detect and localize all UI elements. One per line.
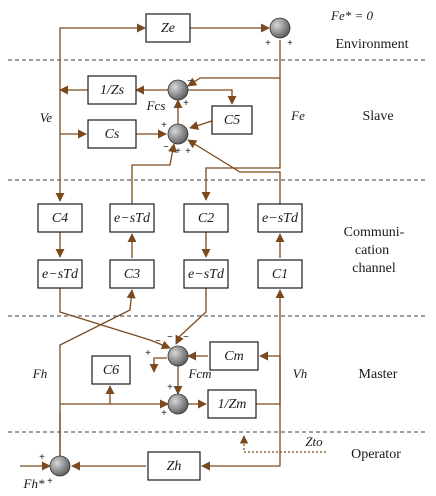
wire-vh-to-zh bbox=[201, 404, 281, 471]
block-cs: Cs bbox=[87, 119, 137, 149]
summing-junction-slave-upper bbox=[167, 79, 189, 101]
wire-ve-to-ze bbox=[59, 23, 146, 180]
sign-minus: − bbox=[155, 336, 161, 347]
block-zh-label: Zh bbox=[167, 459, 182, 474]
block-ze: Ze bbox=[145, 13, 191, 43]
sign-plus: + bbox=[265, 38, 271, 49]
summing-junction-slave-lower bbox=[167, 123, 189, 145]
wire-fe-to-c2 bbox=[201, 160, 281, 201]
block-zh: Zh bbox=[147, 451, 201, 481]
block-delay-c-label: e−sTd bbox=[42, 267, 79, 282]
block-c5-label: C5 bbox=[224, 113, 240, 128]
block-inv-zs-label: 1/Zs bbox=[100, 83, 125, 98]
block-c1: C1 bbox=[257, 259, 303, 289]
sign-minus: − bbox=[167, 332, 173, 343]
block-delay-a-label: e−sTd bbox=[114, 211, 151, 226]
wire-delay-d-to-junction-m1 bbox=[175, 286, 207, 345]
label-ve: Ve bbox=[40, 110, 53, 125]
block-ze-label: Ze bbox=[161, 21, 175, 36]
block-delay-a: e−sTd bbox=[109, 203, 155, 233]
block-inv-zm-label: 1/Zm bbox=[218, 397, 247, 412]
block-delay-d-label: e−sTd bbox=[188, 267, 225, 282]
sign-plus: + bbox=[185, 146, 191, 157]
sign-plus: + bbox=[145, 348, 151, 359]
section-title-channel-line2: cation bbox=[355, 243, 389, 258]
block-c3: C3 bbox=[109, 259, 155, 289]
block-delay-c: e−sTd bbox=[37, 259, 83, 289]
summing-junction-master-lower bbox=[167, 393, 189, 415]
sign-minus: − bbox=[163, 142, 169, 153]
wire-fh-to-c3 bbox=[59, 289, 136, 460]
wire-zto-dotted bbox=[239, 435, 326, 453]
block-cm: Cm bbox=[209, 341, 259, 371]
label-fe: Fe bbox=[290, 108, 305, 123]
block-c5: C5 bbox=[211, 105, 253, 135]
label-zto: Zto bbox=[305, 434, 323, 449]
wire-fe-to-junction-s1 bbox=[187, 77, 280, 87]
block-inv-zs: 1/Zs bbox=[87, 75, 137, 105]
block-c4: C4 bbox=[37, 203, 83, 233]
sign-minus: − bbox=[187, 76, 193, 87]
label-vh: Vh bbox=[293, 366, 307, 381]
sign-plus: + bbox=[183, 98, 189, 109]
sign-plus: + bbox=[287, 38, 293, 49]
summing-junction-operator bbox=[49, 455, 71, 477]
wire-delay-c-to-junction-m1 bbox=[59, 286, 171, 350]
label-fh-star: Fh* bbox=[23, 476, 45, 491]
label-fcs: Fcs bbox=[146, 98, 166, 113]
section-title-slave: Slave bbox=[362, 109, 393, 124]
sign-plus: + bbox=[175, 146, 181, 157]
sign-plus: + bbox=[161, 120, 167, 131]
wire-to-c5 bbox=[188, 89, 237, 105]
block-delay-b-label: e−sTd bbox=[262, 211, 299, 226]
sign-minus: − bbox=[183, 332, 189, 343]
section-title-channel-line1: Communi- bbox=[344, 225, 405, 240]
sign-plus: + bbox=[161, 408, 167, 419]
wire-c5-to-junction-s2 bbox=[189, 120, 213, 130]
summing-junction-master-upper bbox=[167, 345, 189, 367]
label-fcm: Fcm bbox=[187, 366, 211, 381]
label-fe-star: Fe* = 0 bbox=[330, 8, 373, 23]
block-cm-label: Cm bbox=[224, 349, 243, 364]
section-title-channel-line3: channel bbox=[352, 261, 396, 276]
block-c2: C2 bbox=[183, 203, 229, 233]
block-c3-label: C3 bbox=[124, 267, 140, 282]
wire-vh-to-cm bbox=[259, 351, 281, 404]
label-fh: Fh bbox=[32, 366, 47, 381]
block-c1-label: C1 bbox=[272, 267, 288, 282]
block-c4-label: C4 bbox=[52, 211, 68, 226]
wire-c6-to-junction-m1 bbox=[149, 357, 167, 373]
sign-plus: + bbox=[39, 452, 45, 463]
wire-delay-b-to-junction-s2 bbox=[187, 139, 281, 206]
block-c2-label: C2 bbox=[198, 211, 214, 226]
block-c6: C6 bbox=[91, 355, 131, 385]
block-delay-b: e−sTd bbox=[257, 203, 303, 233]
summing-junction-environment bbox=[269, 17, 291, 39]
block-inv-zm: 1/Zm bbox=[207, 389, 257, 419]
sign-plus: + bbox=[167, 382, 173, 393]
block-delay-d: e−sTd bbox=[183, 259, 229, 289]
wire-delay-a-to-junction-s2 bbox=[131, 143, 177, 206]
section-title-operator: Operator bbox=[351, 447, 401, 462]
section-title-environment: Environment bbox=[335, 37, 408, 52]
block-c6-label: C6 bbox=[103, 363, 119, 378]
block-cs-label: Cs bbox=[105, 127, 120, 142]
sign-plus: + bbox=[47, 476, 53, 487]
section-title-master: Master bbox=[359, 367, 398, 382]
